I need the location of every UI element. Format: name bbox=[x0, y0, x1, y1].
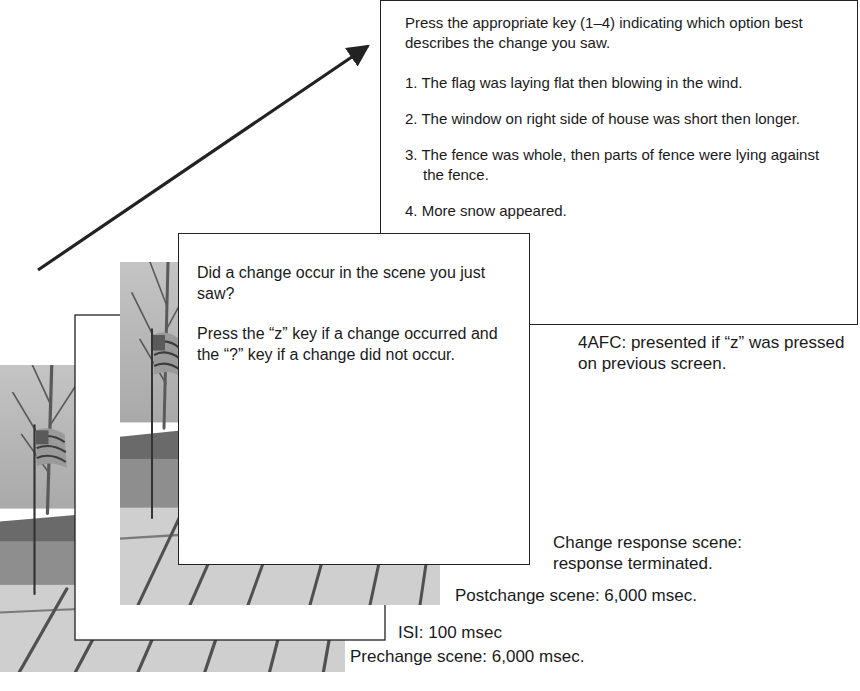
instruction-text: Did a change occur in the scene you just… bbox=[197, 262, 511, 304]
instruction-text: Press the “z” key if a change occurred a… bbox=[197, 323, 511, 365]
response-screen: Did a change occur in the scene you just… bbox=[178, 233, 530, 565]
frame-caption: Prechange scene: 6,000 msec. bbox=[350, 646, 670, 667]
frame-caption: Change response scene: response terminat… bbox=[553, 532, 793, 574]
option-text: 2. The window on right side of house was… bbox=[405, 109, 833, 129]
frame-caption: ISI: 100 msec bbox=[398, 622, 598, 643]
option-text: 3. The fence was whole, then parts of fe… bbox=[405, 145, 833, 185]
instruction-text: Press the appropriate key (1–4) indicati… bbox=[405, 13, 833, 53]
frame-caption: Postchange scene: 6,000 msec. bbox=[455, 585, 755, 606]
frame-caption: 4AFC: presented if “z” was pressed on pr… bbox=[578, 332, 856, 374]
option-text: 4. More snow appeared. bbox=[405, 201, 833, 221]
option-text: 1. The flag was laying flat then blowing… bbox=[405, 73, 833, 93]
